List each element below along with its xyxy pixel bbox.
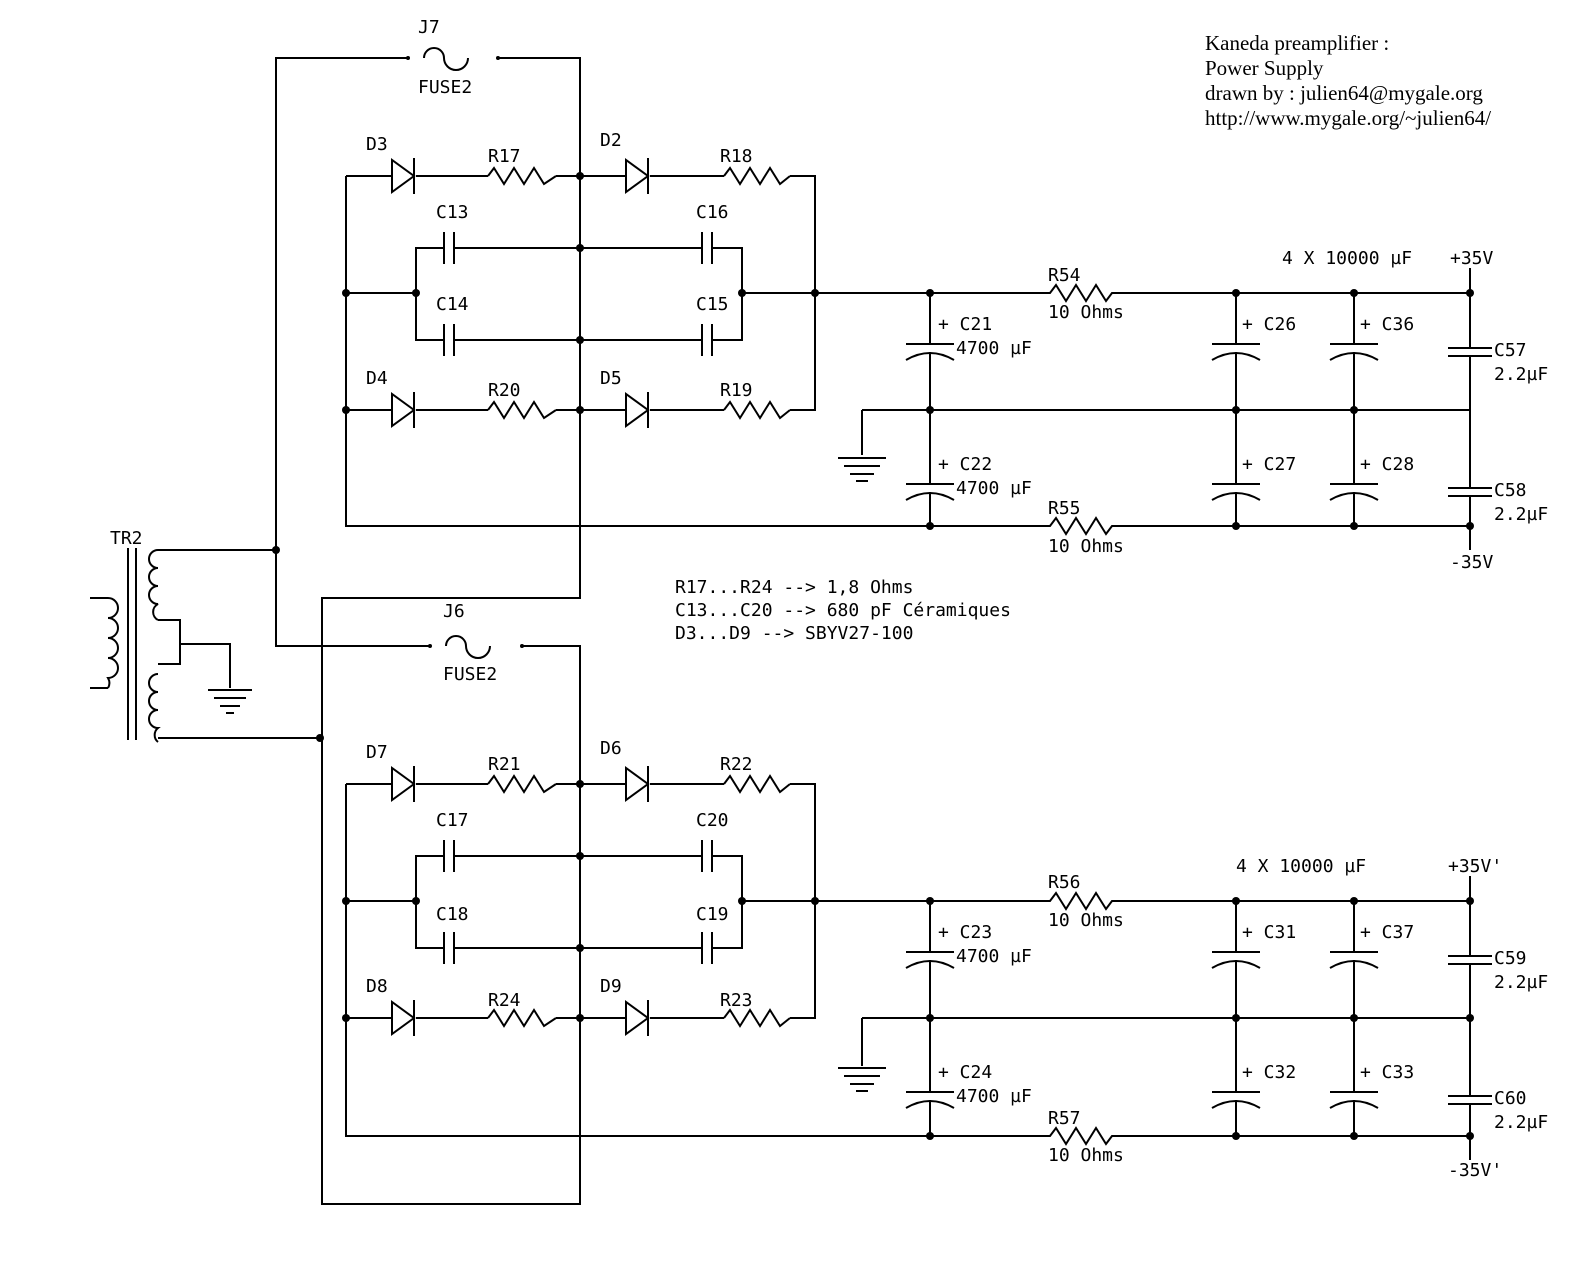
resistor-label: R18 [720,146,753,167]
capacitor-label: + C28 [1360,454,1414,475]
capacitor-value: 2.2µF [1494,972,1548,993]
capacitor-label: + C22 [938,454,992,475]
top-supply: D3 D2 D4 D5 R17 R18 R20 R19 C13 C16 C14 … [342,130,1548,573]
transformer-tr2: TR2 [90,528,320,743]
fuse-j6: J6 FUSE2 [428,601,524,685]
capacitor-label: C17 [436,810,469,831]
capacitor-label: C19 [696,904,729,925]
diode-label: D4 [366,368,388,389]
capacitor-value: 4700 µF [956,1086,1032,1107]
diode-label: D2 [600,130,622,151]
diode-label: D6 [600,738,622,759]
resistor-label: R21 [488,754,521,775]
capacitor-bank-label: 4 X 10000 µF [1282,248,1412,269]
capacitor-value: 2.2µF [1494,504,1548,525]
resistor-value: 10 Ohms [1048,302,1124,323]
resistor-label: R17 [488,146,521,167]
resistor-value: 10 Ohms [1048,1145,1124,1166]
rail-label: -35V' [1448,1160,1502,1181]
fuse-value: FUSE2 [418,77,472,98]
capacitor-label: C13 [436,202,469,223]
resistor-label: R19 [720,380,753,401]
junction-dot [272,546,280,554]
resistor-label: R23 [720,990,753,1011]
capacitor-label: C18 [436,904,469,925]
note-line-1: R17...R24 --> 1,8 Ohms [675,577,913,598]
junction-dot [316,734,324,742]
rail-label: -35V [1450,552,1494,573]
diode-label: D8 [366,976,388,997]
title-line-4: http://www.mygale.org/~julien64/ [1205,106,1491,130]
capacitor-label: C15 [696,294,729,315]
resistor-label: R57 [1048,1108,1081,1129]
diode-label: D3 [366,134,388,155]
rail-label: +35V' [1448,856,1502,877]
capacitor-label: C59 [1494,948,1527,969]
note-line-2: C13...C20 --> 680 pF Céramiques [675,600,1011,621]
capacitor-label: C14 [436,294,469,315]
capacitor-value: 4700 µF [956,478,1032,499]
rail-label: +35V [1450,248,1494,269]
capacitor-label: + C21 [938,314,992,335]
capacitor-label: C57 [1494,340,1527,361]
capacitor-label: + C26 [1242,314,1296,335]
capacitor-label: C20 [696,810,729,831]
capacitor-label: + C23 [938,922,992,943]
resistor-label: R56 [1048,872,1081,893]
capacitor-label: + C32 [1242,1062,1296,1083]
resistor-value: 10 Ohms [1048,536,1124,557]
ac-wiring [272,57,581,1205]
fuse-ref: J6 [443,601,465,622]
capacitor-label: C16 [696,202,729,223]
capacitor-value: 2.2µF [1494,1112,1548,1133]
title-block: Kaneda preamplifier : Power Supply drawn… [1205,31,1491,130]
capacitor-label: + C24 [938,1062,992,1083]
note-line-3: D3...D9 --> SBYV27-100 [675,623,913,644]
capacitor-label: + C37 [1360,922,1414,943]
diode-label: D9 [600,976,622,997]
fuse-value: FUSE2 [443,664,497,685]
resistor-label: R22 [720,754,753,775]
title-line-3: drawn by : julien64@mygale.org [1205,81,1483,105]
title-line-1: Kaneda preamplifier : [1205,31,1389,55]
title-line-2: Power Supply [1205,56,1324,80]
diode-label: D7 [366,742,388,763]
capacitor-value: 2.2µF [1494,364,1548,385]
transformer-ref: TR2 [110,528,143,549]
capacitor-label: C58 [1494,480,1527,501]
capacitor-bank-label: 4 X 10000 µF [1236,856,1366,877]
resistor-label: R55 [1048,498,1081,519]
capacitor-value: 4700 µF [956,946,1032,967]
bottom-supply: D7 D6 D8 D9 R21 R22 R24 R23 C17 C20 C18 … [342,738,1548,1204]
capacitor-label: + C27 [1242,454,1296,475]
resistor-label: R54 [1048,265,1081,286]
fuse-j7: J7 FUSE2 [406,17,500,98]
resistor-label: R20 [488,380,521,401]
fuse-ref: J7 [418,17,440,38]
capacitor-value: 4700 µF [956,338,1032,359]
diode-label: D5 [600,368,622,389]
capacitor-label: + C36 [1360,314,1414,335]
capacitor-label: + C33 [1360,1062,1414,1083]
resistor-value: 10 Ohms [1048,910,1124,931]
component-notes: R17...R24 --> 1,8 Ohms C13...C20 --> 680… [675,577,1011,644]
resistor-label: R24 [488,990,521,1011]
capacitor-label: C60 [1494,1088,1527,1109]
capacitor-label: + C31 [1242,922,1296,943]
